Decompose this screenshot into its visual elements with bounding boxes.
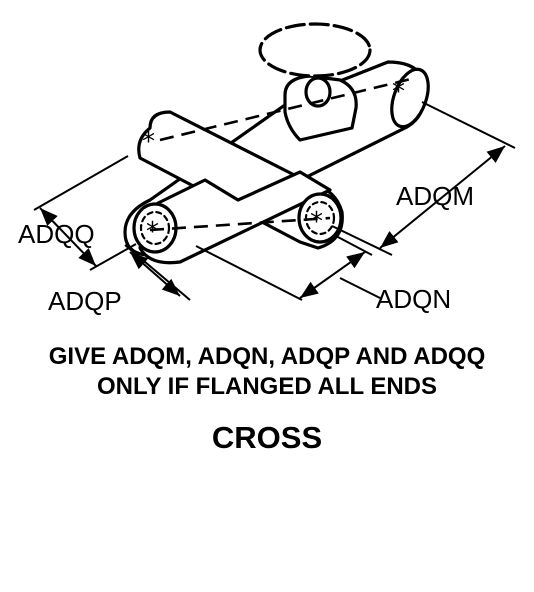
- label-adqp: ADQP: [48, 286, 122, 316]
- top-stem: [304, 76, 332, 108]
- end-marker-main-right: *: [392, 77, 405, 107]
- note-line-2: ONLY IF FLANGED ALL ENDS: [96, 373, 438, 400]
- label-adqn: ADQN: [376, 284, 451, 314]
- dimension-adqn: ADQN: [195, 235, 451, 314]
- cross-pipe-body: [123, 60, 430, 265]
- end-marker-main-left: *: [142, 127, 155, 157]
- top-cap-disc: [258, 22, 372, 78]
- top-cap-assembly: [258, 22, 372, 142]
- left-end-face-inner: [139, 210, 171, 246]
- note-line-1: GIVE ADQM, ADQN, ADQP AND ADQQ: [48, 343, 486, 370]
- dimension-adqq: ADQQ: [18, 155, 137, 271]
- top-stem-collar: [283, 74, 358, 142]
- right-end-face-inner: [304, 200, 336, 236]
- label-adqq: ADQQ: [18, 219, 95, 249]
- label-adqm: ADQM: [396, 181, 474, 211]
- dimension-adqp: ADQP: [48, 244, 191, 316]
- end-marker-branch-right: *: [310, 207, 323, 237]
- part-title: CROSS: [211, 420, 323, 455]
- end-marker-branch-left: *: [146, 217, 159, 247]
- branch-centerline: [149, 216, 331, 232]
- dimension-adqm: ADQM: [331, 101, 516, 256]
